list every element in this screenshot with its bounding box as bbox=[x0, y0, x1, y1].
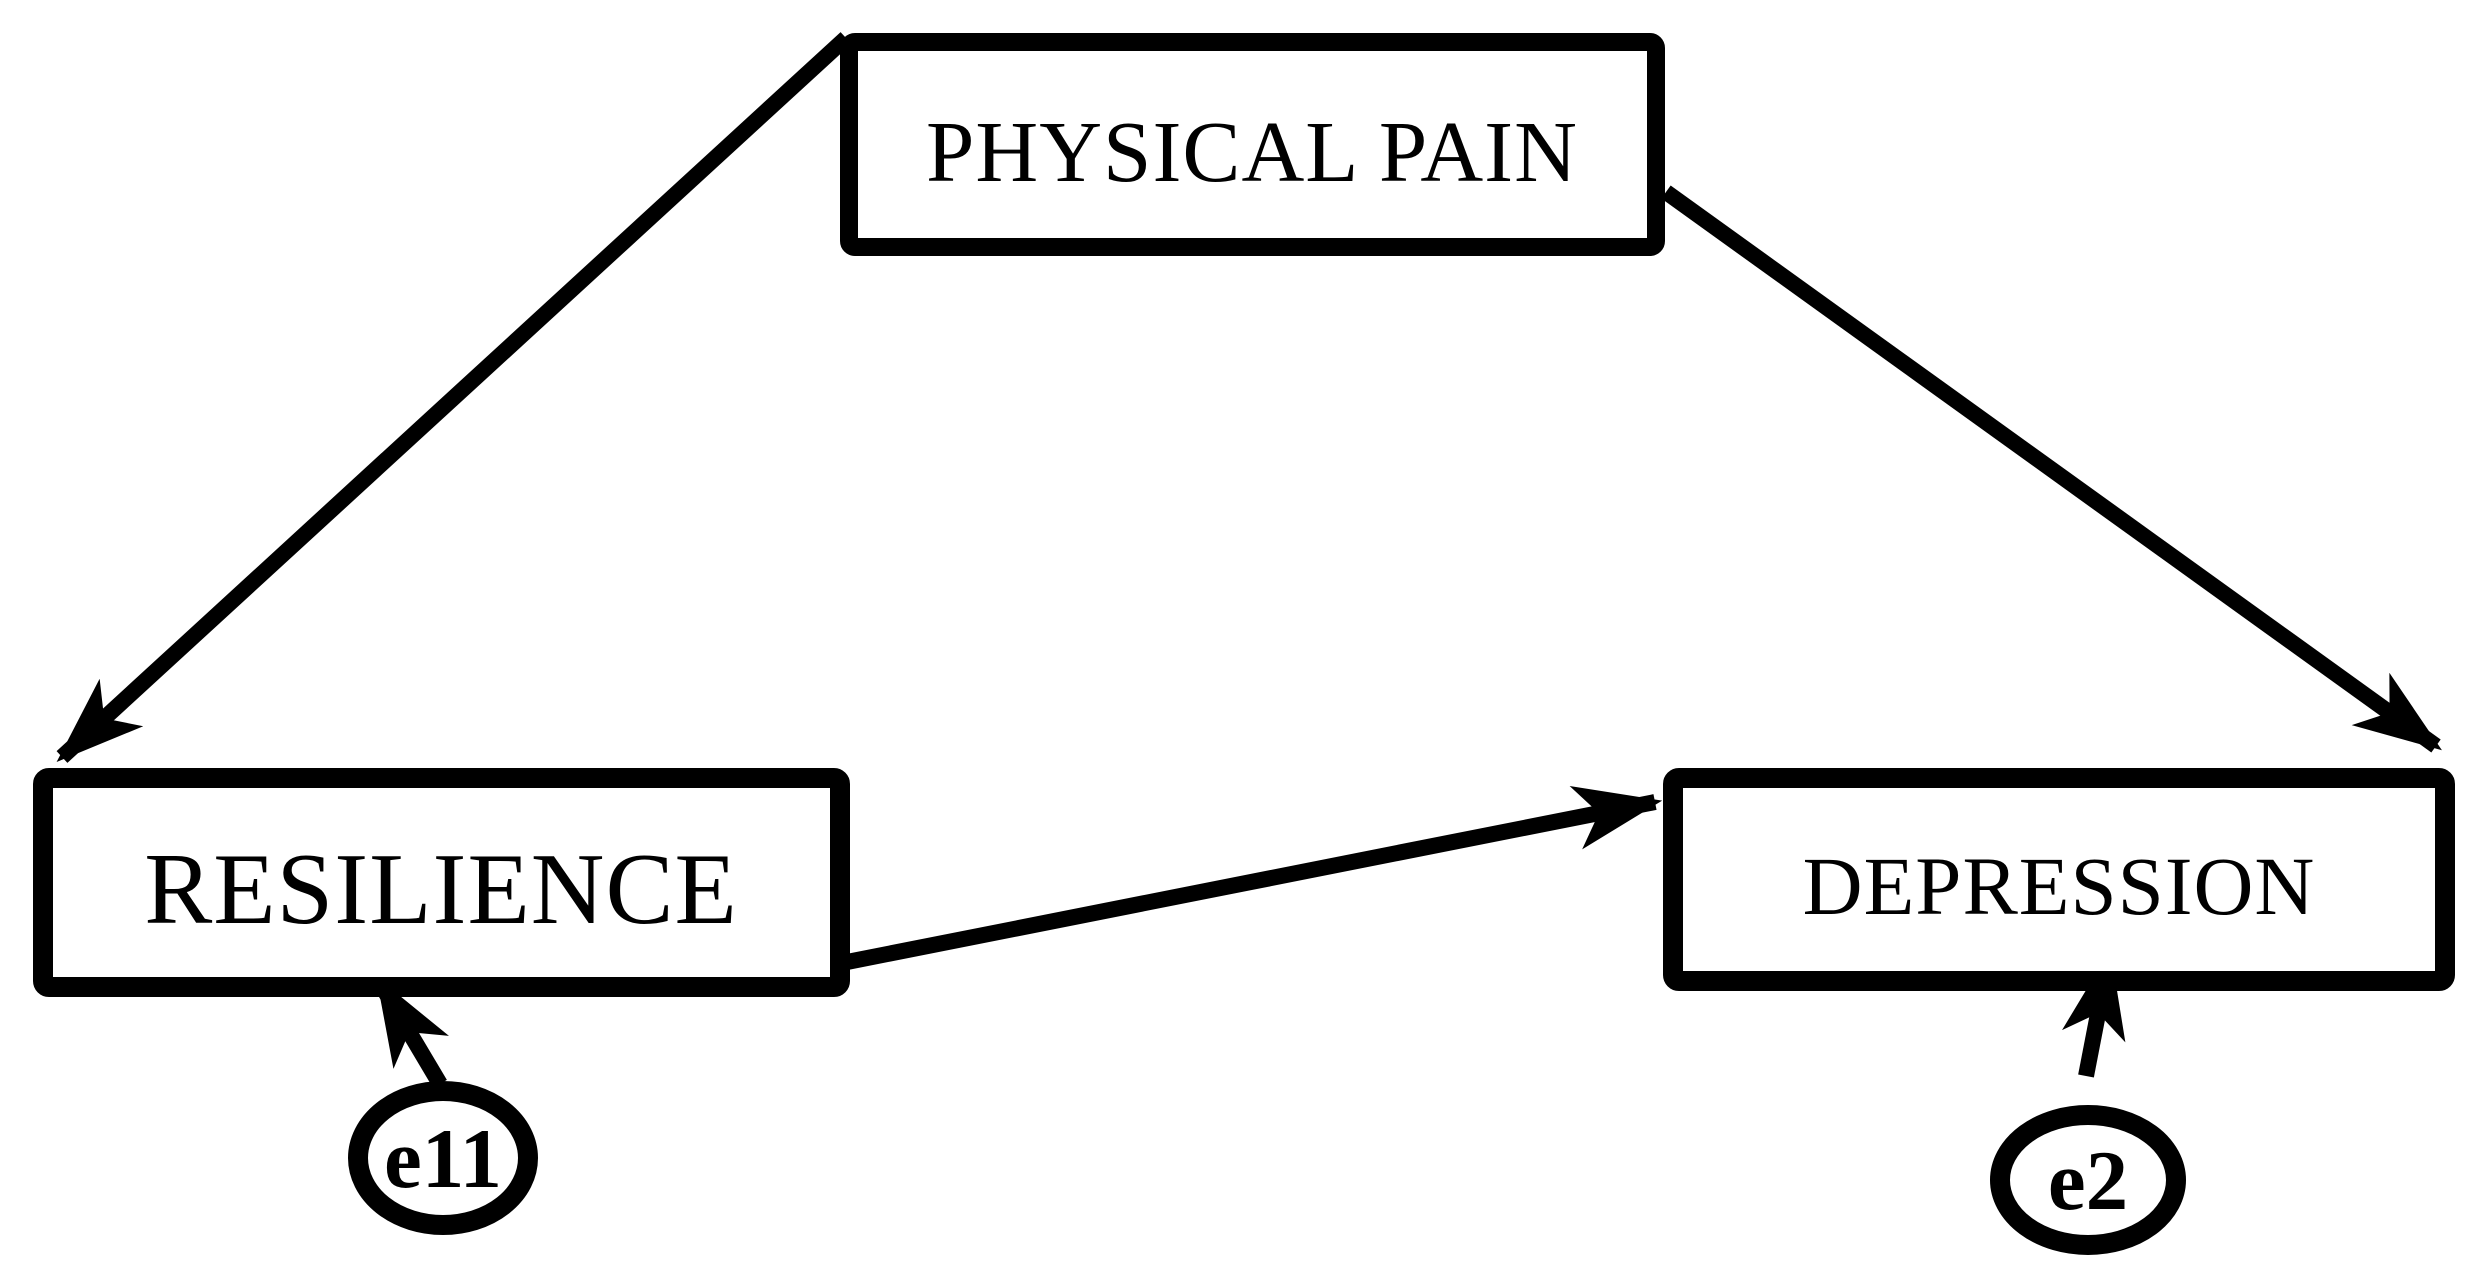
node-depression: DEPRESSION bbox=[1663, 768, 2455, 991]
depression-box bbox=[1663, 768, 2455, 991]
e11-ellipse bbox=[348, 1081, 538, 1235]
edge-resilience-to-depression bbox=[840, 786, 1663, 971]
resilience-label: RESILIENCE bbox=[144, 833, 738, 946]
e11-label: e11 bbox=[384, 1112, 502, 1206]
physical-pain-label: PHYSICAL PAIN bbox=[926, 103, 1578, 200]
edge-physical-pain-to-depression bbox=[1661, 185, 2442, 753]
edge-physical-pain-to-resilience bbox=[56, 32, 852, 763]
nodes: PHYSICAL PAIN RESILIENCE DEPRESSION e11 … bbox=[33, 33, 2455, 1255]
node-resilience: RESILIENCE bbox=[33, 768, 850, 997]
depression-label: DEPRESSION bbox=[1803, 840, 2316, 932]
e2-label: e2 bbox=[2048, 1134, 2128, 1228]
node-physical-pain: PHYSICAL PAIN bbox=[840, 33, 1665, 256]
physical-pain-box bbox=[840, 33, 1665, 256]
edges bbox=[56, 32, 2442, 1089]
e2-ellipse bbox=[1990, 1105, 2186, 1255]
resilience-box bbox=[33, 768, 850, 997]
node-e11: e11 bbox=[348, 1081, 538, 1235]
node-e2: e2 bbox=[1990, 1105, 2186, 1255]
edge-e11-to-resilience bbox=[373, 976, 449, 1089]
